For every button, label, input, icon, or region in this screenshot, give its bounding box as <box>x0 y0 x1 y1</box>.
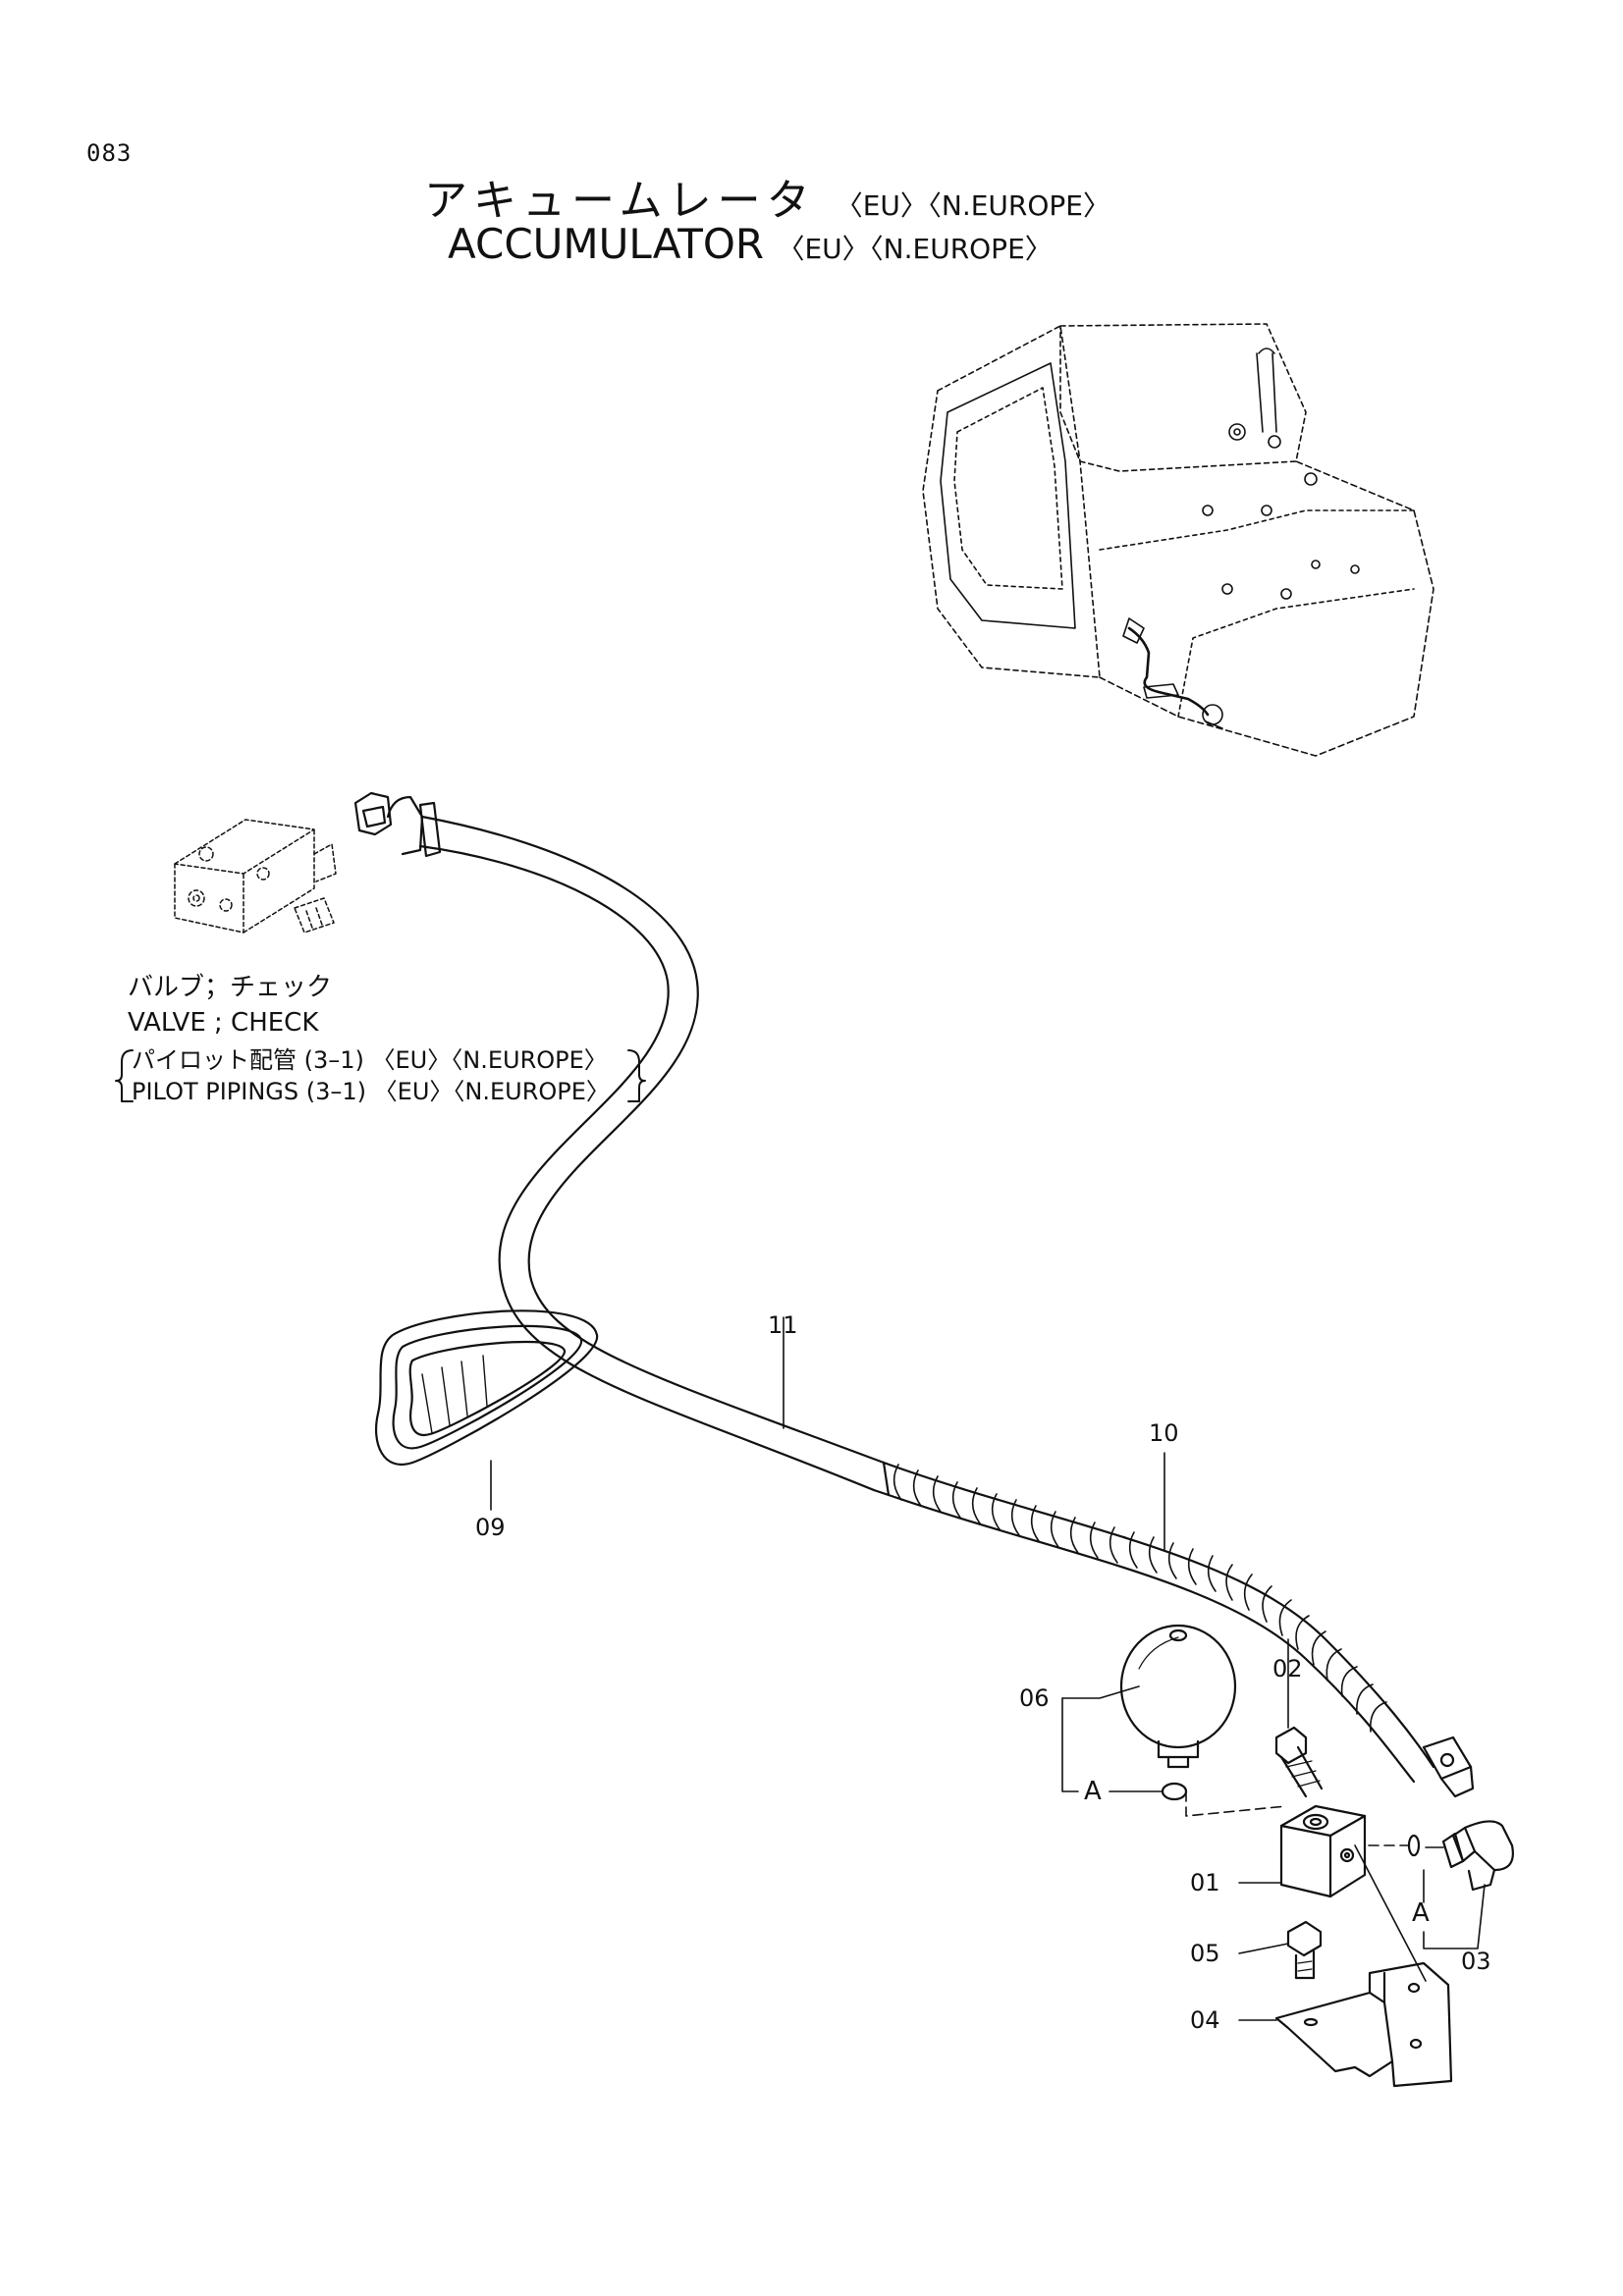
callout-01: 01 <box>1190 1869 1220 1896</box>
bolt-02 <box>1274 1726 1324 1798</box>
pilot-hose-11 <box>353 791 891 1497</box>
title-english: ACCUMULATOR 〈EU〉〈N.EUROPE〉 <box>448 220 1053 268</box>
callout-02: 02 <box>1272 1655 1303 1682</box>
leader-lines <box>490 1316 1486 2021</box>
reference-note-en: VALVE ; CHECK <box>128 1008 319 1038</box>
title-japanese: アキュームレータ 〈EU〉〈N.EUROPE〉 <box>424 165 1110 228</box>
protector-10 <box>882 1461 1475 1798</box>
o-ring-a2 <box>1407 1834 1421 1857</box>
block-01 <box>1279 1804 1367 1898</box>
reference-note-jp: バルブ；チェック <box>128 973 333 1002</box>
o-ring-a1 <box>1161 1782 1188 1801</box>
title-en-text: ACCUMULATOR <box>448 220 765 268</box>
excavator-overview <box>922 323 1434 757</box>
title-en-tag-neurope: 〈N.EUROPE〉 <box>869 233 1053 265</box>
callout-04: 04 <box>1190 2006 1220 2034</box>
callout-11: 11 <box>768 1311 798 1339</box>
callout-a-left: A <box>1084 1777 1102 1806</box>
title-jp-tag-neurope: 〈N.EUROPE〉 <box>927 189 1110 222</box>
title-en-tag-eu: 〈EU〉 <box>777 233 870 265</box>
clamp-09 <box>374 1309 599 1466</box>
reference-pilot-en[interactable]: PILOT PIPINGS (3–1) 〈EU〉〈N.EUROPE〉 <box>132 1078 610 1105</box>
reference-pilot-jp[interactable]: パイロット配管 (3–1) 〈EU〉〈N.EUROPE〉 <box>132 1046 608 1074</box>
title-jp-text: アキュームレータ <box>424 176 816 226</box>
check-valve-reference <box>174 819 337 934</box>
title-jp-tag-eu: 〈EU〉 <box>835 189 928 222</box>
page-number: 083 <box>86 139 133 167</box>
bracket-04 <box>1274 1961 1453 2088</box>
callout-a-right: A <box>1412 1898 1430 1928</box>
callout-06: 06 <box>1019 1684 1050 1712</box>
callout-10: 10 <box>1149 1419 1179 1447</box>
callout-09: 09 <box>475 1514 506 1541</box>
reference-bracket <box>115 1049 646 1102</box>
callout-05: 05 <box>1190 1940 1220 1967</box>
bolt-05 <box>1286 1920 1323 1980</box>
elbow-fitting-03 <box>1441 1820 1514 1892</box>
callout-03: 03 <box>1461 1948 1491 1975</box>
accumulator-06 <box>1119 1624 1237 1769</box>
